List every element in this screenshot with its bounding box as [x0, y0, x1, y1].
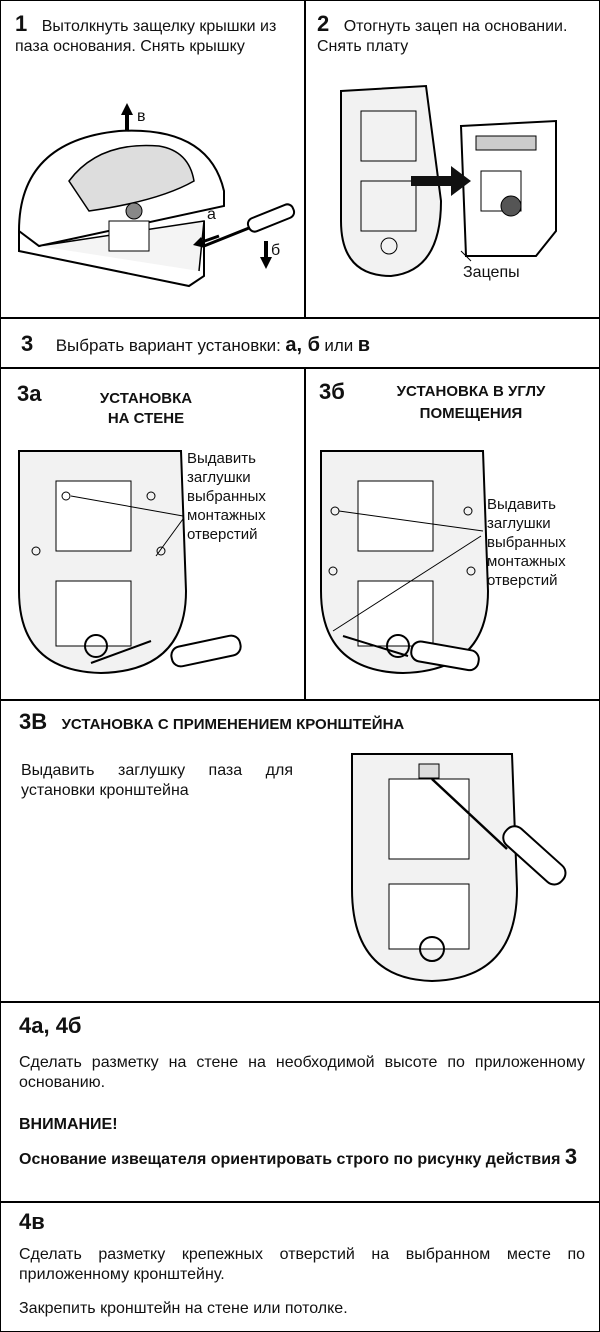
step1-block: 1 Вытолкнуть защелку крышки из паза осно… — [15, 11, 295, 57]
step1-label-v: в — [137, 108, 146, 125]
step3b-title-line1: УСТАНОВКА В УГЛУ — [396, 383, 546, 400]
step4ab-bold-block: Основание извещателя ориентировать строг… — [19, 1143, 585, 1174]
step3a-base-illustration — [18, 450, 188, 675]
step3b-note-line: монтажных — [487, 553, 566, 570]
divider — [304, 1, 306, 317]
step3b-note-line: Выдавить — [487, 496, 556, 513]
step1-text: Вытолкнуть защелку крышки из паза основа… — [15, 18, 277, 55]
step2-label-hooks: Зацепы — [463, 264, 520, 281]
step3-or: или — [324, 336, 354, 355]
step1-cover-illustration — [17, 103, 296, 288]
step3a-title: УСТАНОВКА НА СТЕНЕ — [71, 389, 221, 429]
step4v-text1: Сделать разметку крепежных отверстий на … — [19, 1246, 585, 1283]
divider — [1, 367, 599, 369]
step1-number: 1 — [15, 11, 28, 36]
screwdriver-icon — [170, 634, 242, 668]
step3a-note: Выдавить заглушки выбранных монтажных от… — [187, 449, 266, 544]
step3b-note-line: отверстий — [487, 572, 558, 589]
step2-board-illustration — [340, 84, 557, 278]
divider — [1, 699, 599, 701]
step3v-base-illustration — [351, 753, 567, 983]
step4ab-text: Сделать разметку на стене на необходимой… — [19, 1054, 585, 1091]
step3a-title-line1: УСТАНОВКА — [99, 390, 193, 407]
step4ab-number: 4а, 4б — [19, 1013, 82, 1038]
step2-number: 2 — [317, 11, 330, 36]
step3a-note-line: выбранных — [187, 488, 266, 505]
divider — [1, 1201, 599, 1203]
step3-header: 3 Выбрать вариант установки: а, б или в — [21, 331, 370, 357]
divider — [1, 1001, 599, 1003]
step3b-title: УСТАНОВКА В УГЛУ ПОМЕЩЕНИЯ — [366, 381, 576, 425]
step3b-title-line2: ПОМЕЩЕНИЯ — [419, 405, 523, 422]
screwdriver-icon — [410, 640, 480, 672]
step3v-header: 3В УСТАНОВКА С ПРИМЕНЕНИЕМ КРОНШТЕЙНА — [19, 709, 404, 735]
step2-text: Отогнуть зацеп на основании. Снять плату — [317, 18, 568, 55]
step4v-number: 4в — [19, 1209, 45, 1234]
step3b-number: 3б — [319, 379, 345, 404]
step3a-note-line: Выдавить — [187, 450, 256, 467]
step3a-note-line: отверстий — [187, 526, 258, 543]
step4ab-bold-text: Основание извещателя ориентировать строг… — [19, 1151, 561, 1168]
step3-number: 3 — [21, 331, 34, 356]
step3-option-v: в — [357, 334, 371, 356]
step1-label-a: а — [207, 206, 216, 223]
step1-label-b: б — [271, 242, 281, 259]
step4ab-warning: ВНИМАНИЕ! — [19, 1116, 118, 1133]
step3a-title-line2: НА СТЕНЕ — [107, 410, 185, 427]
step3a-note-line: заглушки — [187, 469, 251, 486]
step3a-note-line: монтажных — [187, 507, 266, 524]
step3-prefix: Выбрать вариант установки: — [55, 336, 281, 355]
divider — [1, 317, 599, 319]
step4ab-bold-num: 3 — [564, 1144, 578, 1169]
step3b-note-line: выбранных — [487, 534, 566, 551]
step3a-number: 3а — [17, 381, 42, 406]
step3b-note-line: заглушки — [487, 515, 551, 532]
step3v-text: Выдавить заглушку паза для установки кро… — [21, 762, 293, 799]
step3v-title: УСТАНОВКА С ПРИМЕНЕНИЕМ КРОНШТЕЙНА — [61, 716, 405, 733]
step3b-note: Выдавить заглушки выбранных монтажных от… — [487, 495, 566, 590]
divider — [304, 367, 306, 699]
step3v-number: 3В — [19, 709, 48, 734]
step3b-base-illustration — [320, 450, 490, 675]
step2-block: 2 Отогнуть зацеп на основании. Снять пла… — [317, 11, 593, 57]
step4v-text2: Закрепить кронштейн на стене или потолке… — [19, 1300, 348, 1317]
step3-option-ab: а, б — [285, 334, 320, 356]
